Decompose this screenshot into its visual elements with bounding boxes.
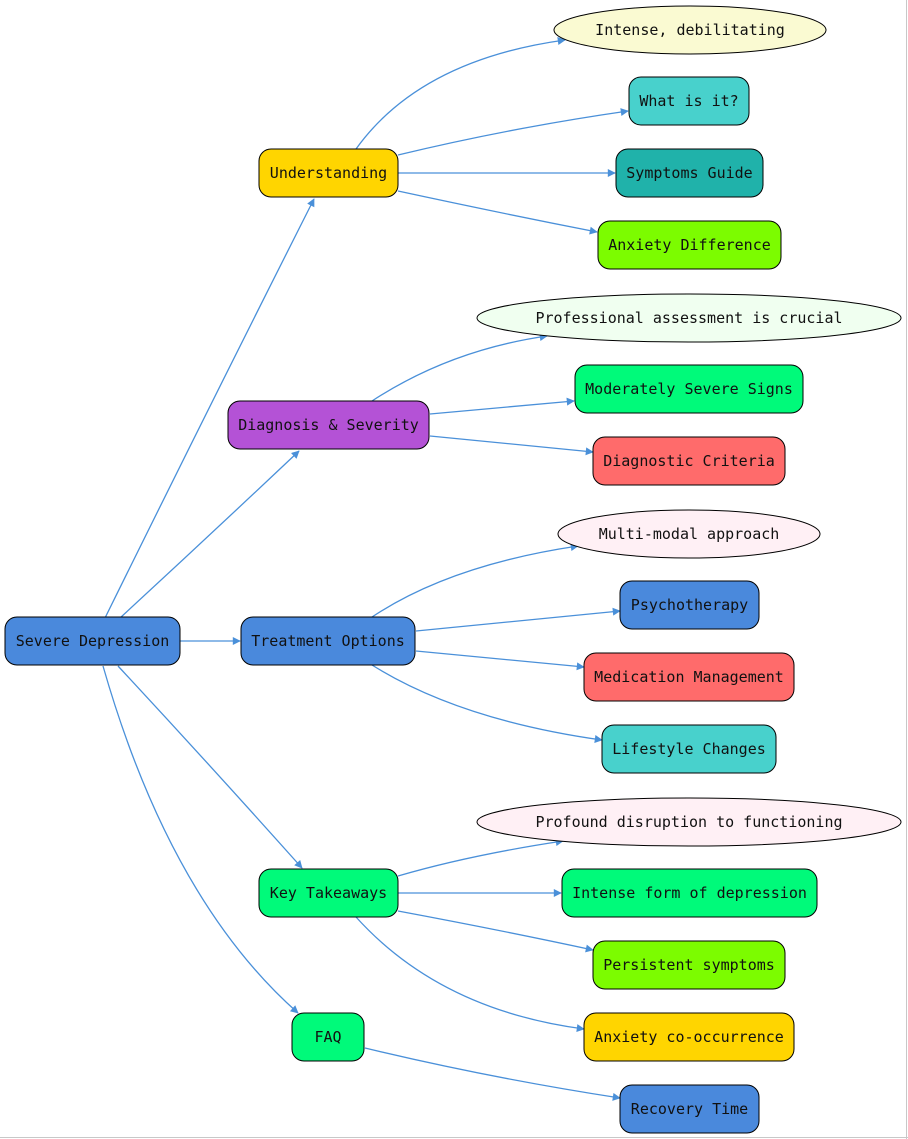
node-symptoms-guide-label: Symptoms Guide (626, 164, 752, 182)
node-lifestyle-changes[interactable]: Lifestyle Changes (601, 724, 777, 774)
edges-layer (102, 37, 629, 1101)
node-psychotherapy[interactable]: Psychotherapy (619, 580, 760, 630)
node-intense-debilitating[interactable]: Intense, debilitating (553, 5, 827, 55)
edge-diagnosis-moderately (429, 397, 575, 415)
node-key-takeaways[interactable]: Key Takeaways (258, 868, 399, 918)
node-understanding-label: Understanding (270, 164, 387, 182)
node-persistent-symptoms[interactable]: Persistent symptoms (592, 940, 786, 990)
node-what-is-it[interactable]: What is it? (628, 76, 750, 126)
node-multimodal-approach-label: Multi-modal approach (599, 525, 780, 543)
node-intense-form-label: Intense form of depression (572, 884, 807, 902)
node-lifestyle-changes-label: Lifestyle Changes (612, 740, 766, 758)
node-recovery-time[interactable]: Recovery Time (619, 1084, 760, 1134)
node-diagnostic-criteria-label: Diagnostic Criteria (603, 452, 775, 470)
node-faq-label: FAQ (314, 1028, 341, 1046)
node-key-takeaways-label: Key Takeaways (270, 884, 387, 902)
edge-faq-recovery (364, 1047, 621, 1101)
node-treatment-options-label: Treatment Options (251, 632, 405, 650)
node-multimodal-approach[interactable]: Multi-modal approach (557, 509, 821, 559)
node-persistent-symptoms-label: Persistent symptoms (603, 956, 775, 974)
edge-treatment-psychotherapy (415, 607, 621, 632)
edge-understanding-intense (355, 37, 566, 150)
node-intense-form[interactable]: Intense form of depression (561, 868, 818, 918)
edge-treatment-medication (415, 650, 585, 671)
node-moderately-severe-signs-label: Moderately Severe Signs (585, 380, 793, 398)
edge-treatment-lifestyle (371, 664, 603, 743)
edge-takeaways-anxiety (355, 916, 585, 1033)
edge-takeaways-persistent (397, 910, 594, 953)
node-faq[interactable]: FAQ (291, 1012, 365, 1062)
node-anxiety-difference-label: Anxiety Difference (608, 236, 771, 254)
edge-understanding-anxiety (397, 190, 598, 235)
node-diagnosis-severity[interactable]: Diagnosis & Severity (227, 400, 430, 450)
node-profound-disruption[interactable]: Profound disruption to functioning (476, 797, 902, 847)
node-medication-management[interactable]: Medication Management (583, 652, 795, 702)
node-diagnostic-criteria[interactable]: Diagnostic Criteria (592, 436, 786, 486)
node-severe-depression[interactable]: Severe Depression (4, 616, 181, 666)
node-anxiety-cooccurrence-label: Anxiety co-occurrence (594, 1028, 784, 1046)
edge-root-faq (102, 665, 299, 1014)
edge-treatment-multimodal (371, 543, 579, 618)
node-anxiety-cooccurrence[interactable]: Anxiety co-occurrence (583, 1012, 795, 1062)
node-intense-debilitating-label: Intense, debilitating (595, 21, 785, 39)
node-symptoms-guide[interactable]: Symptoms Guide (615, 148, 764, 198)
edge-takeaways-profound (397, 838, 564, 877)
edge-diagnosis-professional (371, 333, 548, 402)
node-understanding[interactable]: Understanding (258, 148, 399, 198)
node-moderately-severe-signs[interactable]: Moderately Severe Signs (574, 364, 804, 414)
node-professional-assessment-label: Professional assessment is crucial (535, 309, 842, 327)
edge-root-takeaways (117, 665, 303, 869)
node-treatment-options[interactable]: Treatment Options (240, 616, 416, 666)
node-diagnosis-severity-label: Diagnosis & Severity (238, 416, 419, 434)
node-psychotherapy-label: Psychotherapy (631, 596, 748, 614)
nodes-layer: Severe Depression Understanding Intense,… (4, 5, 902, 1134)
node-recovery-time-label: Recovery Time (631, 1100, 748, 1118)
node-medication-management-label: Medication Management (594, 668, 784, 686)
node-what-is-it-label: What is it? (639, 92, 738, 110)
node-severe-depression-label: Severe Depression (16, 632, 170, 650)
edge-diagnosis-criteria (429, 435, 594, 456)
node-profound-disruption-label: Profound disruption to functioning (535, 813, 842, 831)
edge-root-diagnosis (119, 450, 300, 619)
node-professional-assessment[interactable]: Professional assessment is crucial (476, 293, 902, 343)
node-anxiety-difference[interactable]: Anxiety Difference (597, 220, 782, 270)
edge-understanding-whatis (397, 108, 629, 156)
edge-root-understanding (104, 198, 315, 619)
